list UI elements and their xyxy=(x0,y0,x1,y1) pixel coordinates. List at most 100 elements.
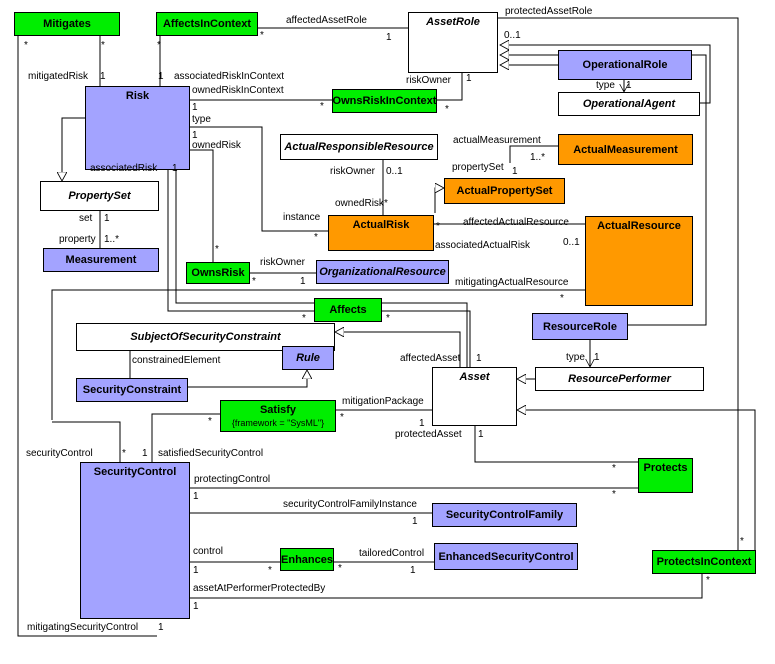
mult-mitigation-package-one: 1 xyxy=(419,418,425,429)
role-mitigating-security-control: mitigatingSecurityControl xyxy=(27,622,139,633)
mult-security-control-star: * xyxy=(122,448,126,459)
owns-risk-in-context-class[interactable]: OwnsRiskInContext xyxy=(332,89,437,113)
rule-class[interactable]: Rule xyxy=(282,346,334,370)
role-affected-asset-role: affectedAssetRole xyxy=(286,15,367,26)
role-actual-measurement: actualMeasurement xyxy=(453,135,541,146)
risk-class[interactable]: Risk xyxy=(85,86,190,170)
role-constrained-element: constrainedElement xyxy=(132,355,221,366)
role-risk-owner-low: riskOwner xyxy=(260,257,306,268)
mult-mitigates-left: * xyxy=(24,40,28,51)
mitigates-class[interactable]: Mitigates xyxy=(14,12,120,36)
security-control-family-class[interactable]: SecurityControlFamily xyxy=(432,503,577,527)
mult-actual-measurement: 1..* xyxy=(530,152,546,163)
mult-protectsincontext-bottom: * xyxy=(706,575,710,586)
mult-mitigates-right: * xyxy=(101,40,105,51)
assoc-risk-actualrisk xyxy=(190,126,328,232)
gen-securityconstraint-rule xyxy=(188,370,307,388)
mult-ownsrisk-top: * xyxy=(215,244,219,255)
mult-family-one: 1 xyxy=(412,516,418,527)
measurement-class[interactable]: Measurement xyxy=(43,248,159,272)
mult-satisfy-right: * xyxy=(340,412,344,423)
mult-type-one: 1 xyxy=(626,80,632,91)
assoc-mitigating-actual-resource xyxy=(51,289,585,420)
actual-responsible-resource-class[interactable]: ActualResponsibleResource xyxy=(280,134,438,160)
role-type-top: type xyxy=(596,80,615,91)
mult-satisfy-left: * xyxy=(208,416,212,427)
mult-protected-asset-one: 1 xyxy=(478,429,484,440)
mult-set-one: 1 xyxy=(104,213,110,224)
mult-ownsriskincontext-right: * xyxy=(445,104,449,115)
satisfy-label: Satisfy xyxy=(259,404,297,416)
mult-owned-risk-star: * xyxy=(384,198,388,209)
mult-assetrole-owner: 1 xyxy=(466,73,472,84)
mult-risk-mitigated: 1 xyxy=(100,71,106,82)
mult-responsible-owner: 0..1 xyxy=(386,166,403,177)
operational-role-class[interactable]: OperationalRole xyxy=(558,50,692,80)
role-protected-asset: protectedAsset xyxy=(395,429,462,440)
affects-in-context-class[interactable]: AffectsInContext xyxy=(156,12,258,36)
mult-assetrole-affected: 1 xyxy=(386,32,392,43)
role-risk-owner-mid: riskOwner xyxy=(330,166,376,177)
mult-risk-associated-context: 1 xyxy=(158,71,164,82)
resource-role-class[interactable]: ResourceRole xyxy=(532,313,628,340)
mult-risk-type: 1 xyxy=(192,130,198,141)
actual-risk-class[interactable]: ActualRisk xyxy=(328,215,434,251)
asset-class[interactable]: Asset xyxy=(432,367,517,426)
role-affected-actual-resource: affectedActualResource xyxy=(463,217,569,228)
protects-class[interactable]: Protects xyxy=(638,458,693,493)
actual-resource-class[interactable]: ActualResource xyxy=(585,216,693,306)
asset-role-class[interactable]: AssetRole xyxy=(408,12,498,73)
role-security-control-family-instance: securityControlFamilyInstance xyxy=(283,499,417,510)
gen-operationalagent-assetrole xyxy=(500,45,711,104)
mult-mitigating-control-one: 1 xyxy=(158,622,164,633)
enhanced-security-control-class[interactable]: EnhancedSecurityControl xyxy=(434,543,578,570)
role-protecting-control: protectingControl xyxy=(194,474,271,485)
actual-measurement-class[interactable]: ActualMeasurement xyxy=(558,134,693,165)
mult-organizational-one: 1 xyxy=(300,276,306,287)
affects-class[interactable]: Affects xyxy=(314,298,382,322)
security-control-class[interactable]: SecurityControl xyxy=(80,462,190,619)
enhances-class[interactable]: Enhances xyxy=(280,548,334,571)
satisfy-constraint: {framework = "SysML"} xyxy=(231,418,325,428)
mult-tailored-one: 1 xyxy=(410,565,416,576)
role-protected-asset-role: protectedAssetRole xyxy=(505,6,593,17)
role-set: set xyxy=(79,213,93,224)
role-property-set: propertySet xyxy=(452,162,504,173)
mult-protects-top: * xyxy=(612,463,616,474)
resource-performer-class[interactable]: ResourcePerformer xyxy=(535,367,704,391)
mult-affects-right: * xyxy=(386,313,390,324)
gen-actualrisk-actualpropertyset xyxy=(434,188,444,213)
role-property: property xyxy=(59,234,96,245)
role-tailored-control: tailoredControl xyxy=(359,548,425,559)
organizational-resource-class[interactable]: OrganizationalResource xyxy=(316,260,449,284)
role-mitigation-package: mitigationPackage xyxy=(342,396,424,407)
role-owned-risk-mid: ownedRisk xyxy=(335,198,384,209)
mult-affectsincontext-right: * xyxy=(260,30,264,41)
security-constraint-class[interactable]: SecurityConstraint xyxy=(76,378,188,402)
mult-control-one: 1 xyxy=(193,565,199,576)
mult-actualrisk-star: * xyxy=(436,221,440,232)
operational-agent-class[interactable]: OperationalAgent xyxy=(558,92,700,116)
protects-in-context-class[interactable]: ProtectsInContext xyxy=(652,550,756,574)
mult-actualresource-zero-one: 0..1 xyxy=(563,237,580,248)
assoc-risk-ownsrisk xyxy=(190,149,214,262)
owns-risk-class[interactable]: OwnsRisk xyxy=(186,262,250,284)
actual-property-set-class[interactable]: ActualPropertySet xyxy=(444,178,565,204)
satisfy-class[interactable]: Satisfy {framework = "SysML"} xyxy=(220,400,336,432)
mult-affectsincontext-left: * xyxy=(157,40,161,51)
role-owned-risk-in-context: ownedRiskInContext xyxy=(192,85,284,96)
mult-protecting-control-one: 1 xyxy=(193,491,199,502)
mult-assetrole-protected: 0..1 xyxy=(504,30,521,41)
gen-asset-subjectofsecurityconstraint xyxy=(335,332,461,367)
property-set-class[interactable]: PropertySet xyxy=(40,181,159,211)
mult-risk-owned-context: 1 xyxy=(192,102,198,113)
mult-enhances-right: * xyxy=(338,563,342,574)
mult-mitigating-actual-star: * xyxy=(560,293,564,304)
role-satisfied-security-control: satisfiedSecurityControl xyxy=(158,448,264,459)
assoc-risk-affects xyxy=(167,170,314,312)
role-type-risk: type xyxy=(192,114,211,125)
role-associated-risk-in-context: associatedRiskInContext xyxy=(174,71,285,82)
mult-protects-bottom: * xyxy=(612,489,616,500)
mult-asset-at-performer-one: 1 xyxy=(193,601,199,612)
